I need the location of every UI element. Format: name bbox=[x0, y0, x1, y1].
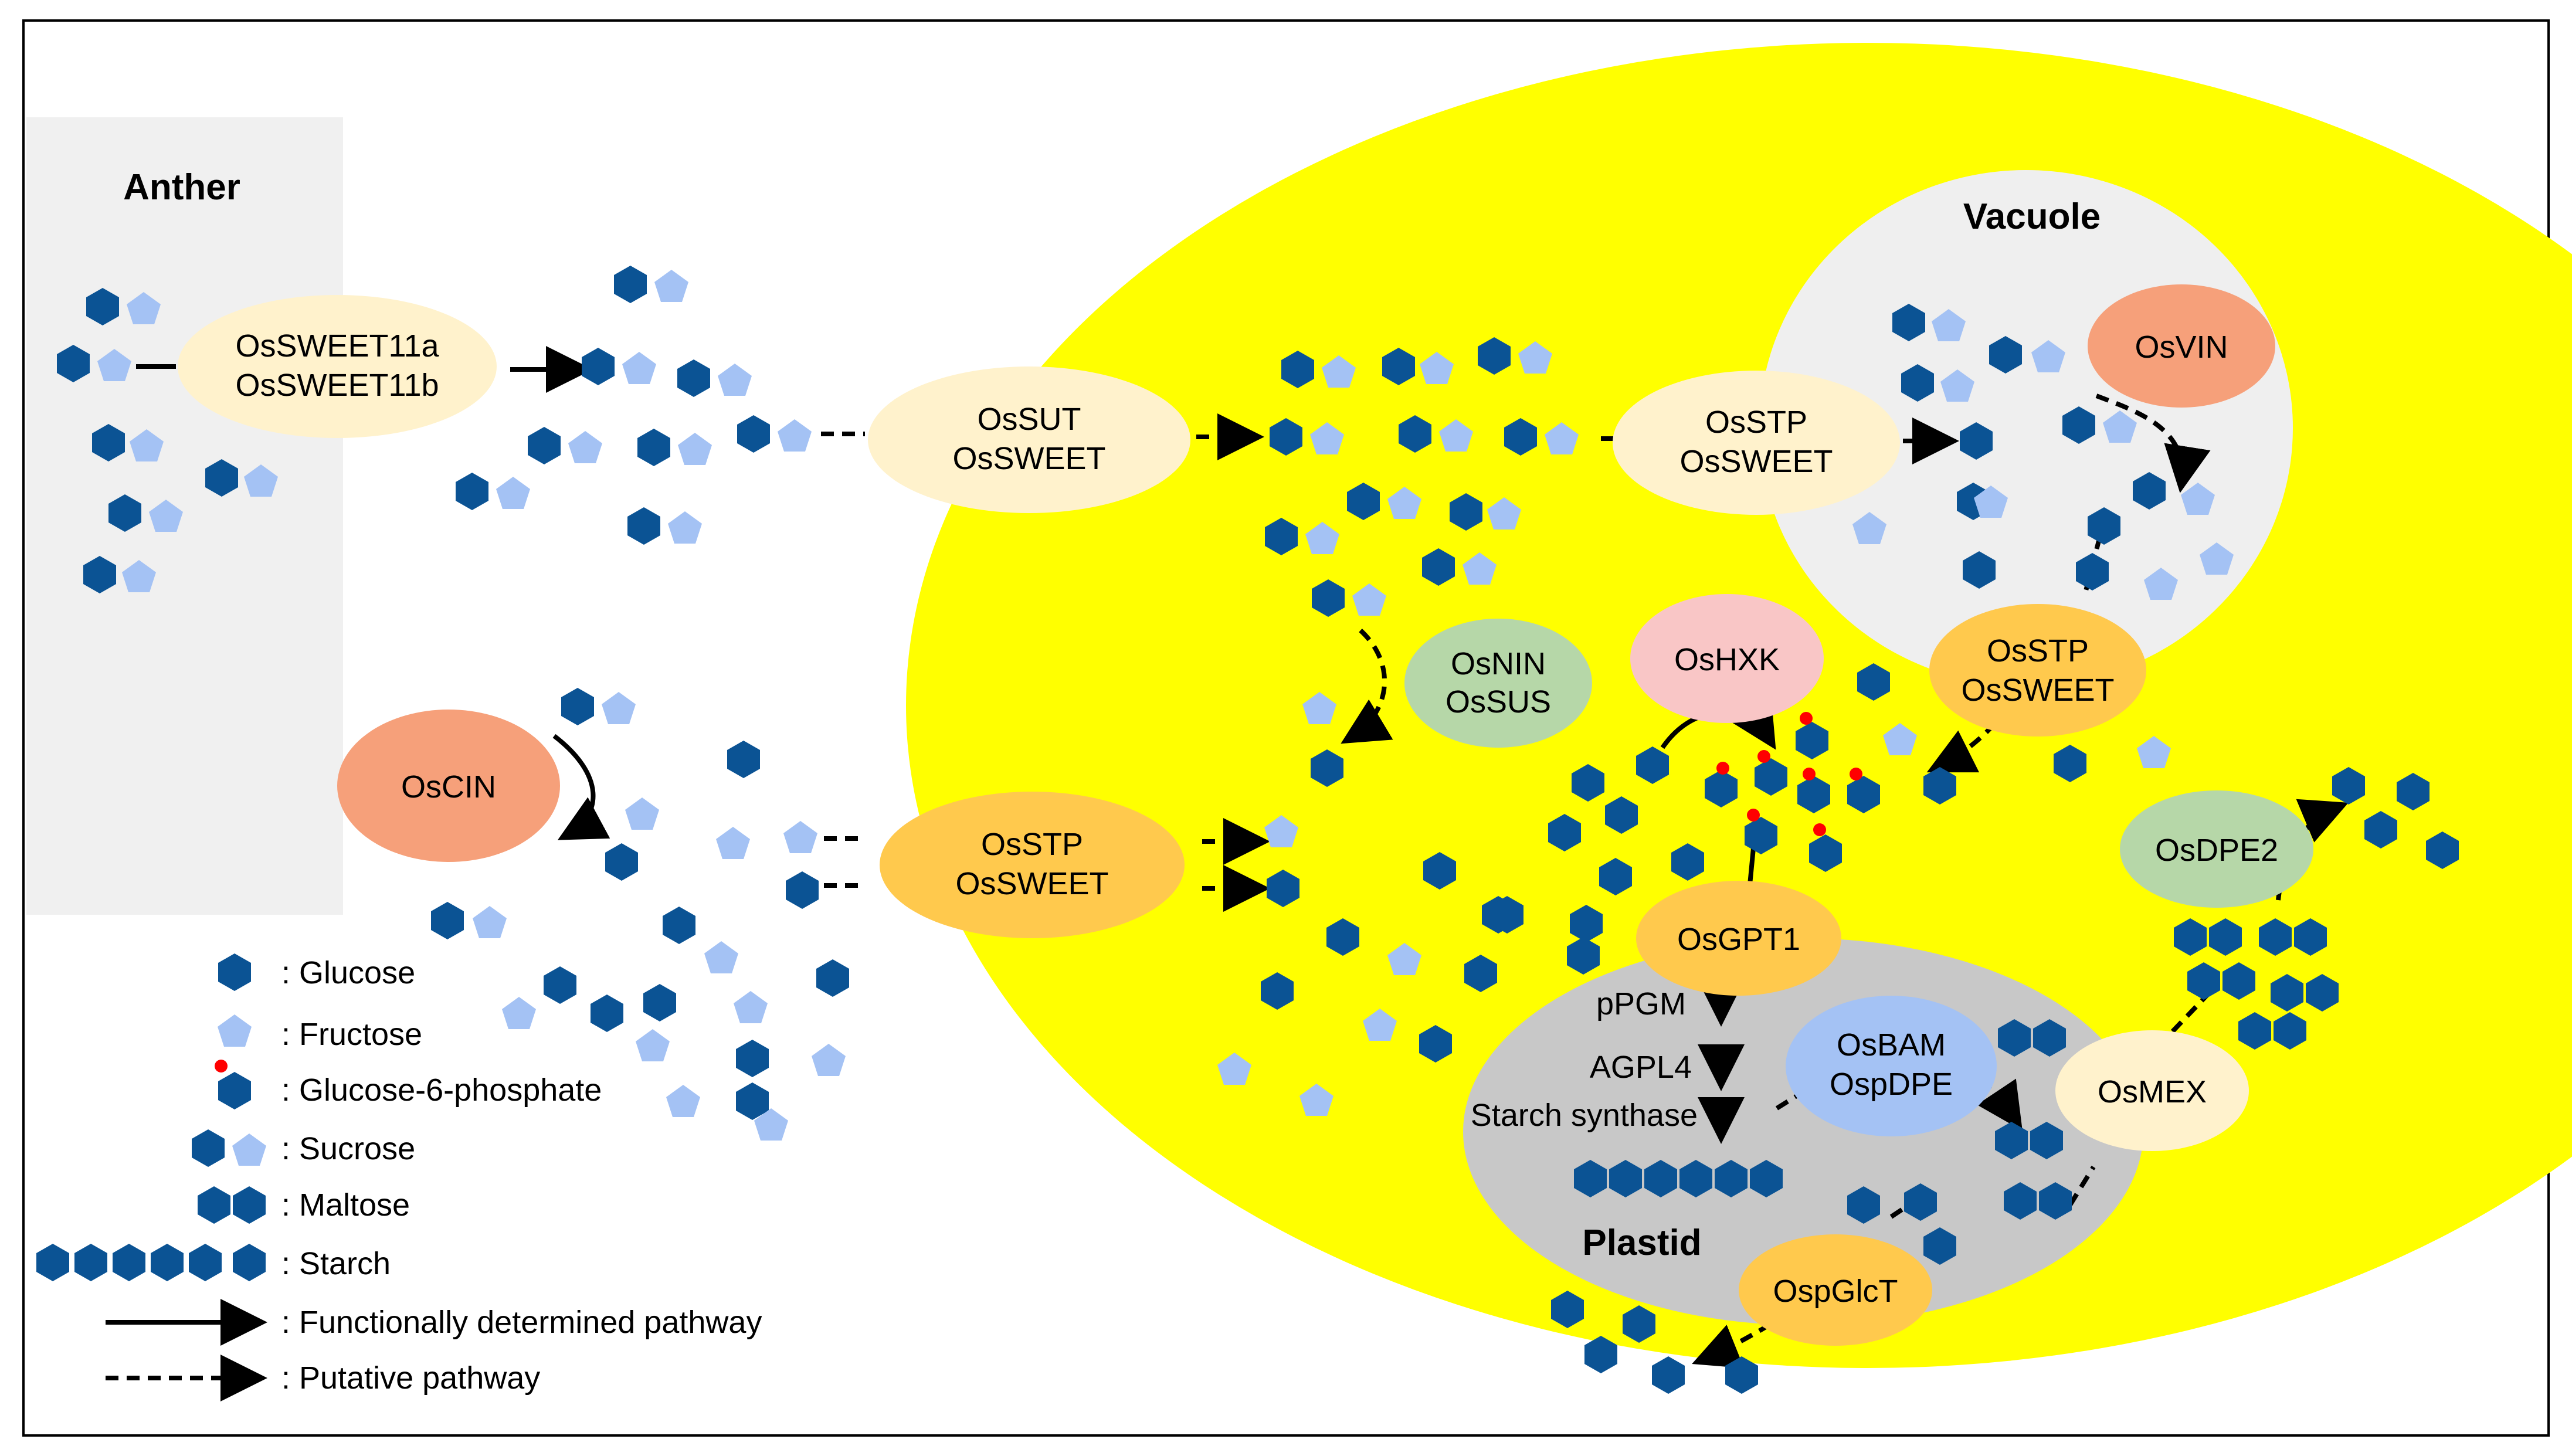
hxk-label: OsHXK bbox=[1674, 642, 1780, 677]
ellipse-bam: OsBAM OspDPE bbox=[1786, 996, 1997, 1136]
legend-glucose: : Glucose bbox=[218, 953, 415, 991]
pdpe-label: OspDPE bbox=[1830, 1067, 1953, 1102]
sut-sweet-label: OsSWEET bbox=[952, 441, 1105, 476]
stp-main-sweet-label: OsSWEET bbox=[955, 866, 1108, 901]
legend-sucrose-label: : Sucrose bbox=[281, 1131, 415, 1166]
legend-maltose: : Maltose bbox=[198, 1186, 410, 1224]
ellipse-cin: OsCIN bbox=[337, 710, 560, 862]
cin-label: OsCIN bbox=[401, 769, 496, 805]
legend: : Glucose : Fructose : Glucose-6-phospha… bbox=[36, 953, 762, 1401]
legend-solid-arrow: : Functionally determined pathway bbox=[106, 1299, 762, 1346]
nin-label: OsNIN bbox=[1451, 646, 1546, 681]
legend-glucose-label: : Glucose bbox=[281, 955, 415, 990]
sweet11a-label: OsSWEET11a bbox=[235, 328, 439, 364]
ellipse-glct: OspGlcT bbox=[1739, 1234, 1932, 1346]
legend-fructose-label: : Fructose bbox=[281, 1017, 422, 1052]
ellipse-mex: OsMEX bbox=[2055, 1030, 2249, 1151]
ellipse-nin: OsNIN OsSUS bbox=[1404, 619, 1592, 748]
ellipse-gpt1: OsGPT1 bbox=[1636, 881, 1841, 996]
plastid-title: Plastid bbox=[1582, 1223, 1701, 1263]
glct-label: OspGlcT bbox=[1773, 1274, 1898, 1309]
anther-title: Anther bbox=[123, 167, 240, 208]
step-agpl4: AGPL4 bbox=[1590, 1050, 1692, 1085]
ellipse-sweet11: OsSWEET11a OsSWEET11b bbox=[178, 295, 497, 438]
legend-dashed-arrow-label: : Putative pathway bbox=[281, 1360, 540, 1396]
vacuole-title: Vacuole bbox=[1963, 196, 2101, 237]
legend-dashed-arrow: : Putative pathway bbox=[106, 1355, 540, 1401]
ellipse-stp-vacuole-in: OsSTP OsSWEET bbox=[1613, 371, 1900, 515]
stp-vac-out-sweet-label: OsSWEET bbox=[1961, 673, 2114, 708]
sus-label: OsSUS bbox=[1446, 684, 1551, 719]
dashed-arrows bbox=[821, 393, 2218, 1369]
ellipse-vin: OsVIN bbox=[2088, 284, 2275, 408]
legend-fructose: : Fructose bbox=[218, 1014, 422, 1052]
legend-g6p-label: : Glucose-6-phosphate bbox=[281, 1073, 602, 1108]
legend-starch: : Starch bbox=[36, 1244, 391, 1281]
dpe2-label: OsDPE2 bbox=[2155, 833, 2278, 868]
apoplast-sugars-top bbox=[456, 266, 812, 545]
legend-solid-arrow-label: : Functionally determined pathway bbox=[281, 1305, 762, 1340]
ellipse-sut: OsSUT OsSWEET bbox=[868, 366, 1190, 513]
anther-region bbox=[26, 117, 343, 915]
stp-vac-label: OsSTP bbox=[1705, 405, 1807, 440]
legend-sucrose: : Sucrose bbox=[192, 1129, 415, 1167]
ellipse-stp-vacuole-out: OsSTP OsSWEET bbox=[1929, 604, 2146, 737]
ellipse-hxk: OsHXK bbox=[1630, 594, 1824, 723]
ellipse-dpe2: OsDPE2 bbox=[2120, 790, 2313, 908]
step-ppgm: pPGM bbox=[1596, 986, 1686, 1021]
legend-g6p: : Glucose-6-phosphate bbox=[215, 1060, 602, 1109]
stp-main-label: OsSTP bbox=[981, 827, 1083, 862]
gpt1-label: OsGPT1 bbox=[1677, 922, 1800, 957]
mex-label: OsMEX bbox=[2098, 1074, 2207, 1109]
g6p-dots bbox=[1716, 712, 1862, 836]
legend-starch-label: : Starch bbox=[281, 1246, 391, 1281]
step-starch-synthase: Starch synthase bbox=[1471, 1098, 1698, 1133]
bam-label: OsBAM bbox=[1837, 1027, 1946, 1063]
sweet11b-label: OsSWEET11b bbox=[235, 368, 439, 403]
vin-label: OsVIN bbox=[2135, 330, 2228, 365]
ellipse-stp-main: OsSTP OsSWEET bbox=[880, 792, 1185, 938]
legend-maltose-label: : Maltose bbox=[281, 1187, 410, 1223]
stp-vac-sweet-label: OsSWEET bbox=[1679, 444, 1833, 479]
stp-vac-out-label: OsSTP bbox=[1987, 633, 2089, 668]
sut-label: OsSUT bbox=[977, 402, 1081, 437]
